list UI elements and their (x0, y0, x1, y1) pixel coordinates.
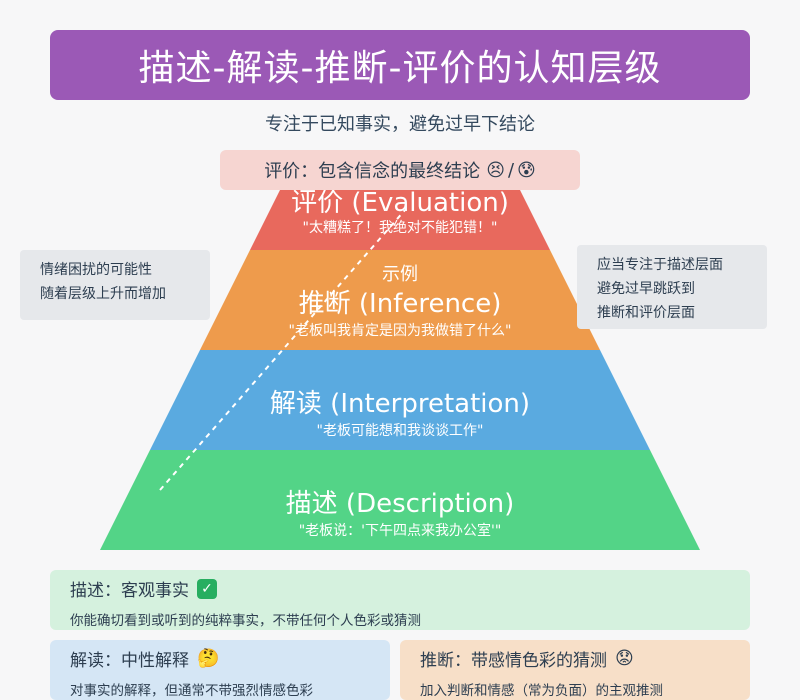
note-line: 情绪困扰的可能性 (40, 262, 152, 278)
pyramid-layer-interpretation (150, 350, 650, 450)
interpretation-card: 解读：中性解释 🤔 对事实的解释，但通常不带强烈情感色彩 (50, 640, 390, 700)
inference-card-heading: 推断：带感情色彩的猜测 (420, 651, 607, 671)
title-banner: 描述-解读-推断-评价的认知层级 (50, 30, 750, 100)
focus-advice-note: 应当专注于描述层面 避免过早跳跃到 推断和评价层面 (577, 245, 767, 329)
description-card-heading: 描述：客观事实 (70, 581, 189, 601)
interpretation-card-text: 对事实的解释，但通常不带强烈情感色彩 (70, 683, 313, 699)
anxious-face-icon: 😰 (517, 159, 536, 181)
icon-separator: / (507, 159, 515, 181)
inference-card: 推断：带感情色彩的猜测 😟 加入判断和情感（常为负面）的主观推测 (400, 640, 750, 700)
evaluation-quote: "太糟糕了！我绝对不能犯错！" (302, 220, 498, 236)
description-quote: "老板说：'下午四点来我办公室'" (298, 523, 502, 539)
note-line: 避免过早跳跃到 (597, 281, 695, 297)
note-line: 随着层级上升而增加 (40, 286, 166, 302)
subtitle: 专注于已知事实，避免过早下结论 (265, 114, 535, 135)
interpretation-quote: "老板可能想和我谈谈工作" (316, 423, 484, 439)
check-icon: ✓ (197, 578, 217, 599)
pyramid-layer-description (100, 450, 700, 550)
evaluation-title: 评价 (Evaluation) (291, 188, 509, 218)
interpretation-card-heading: 解读：中性解释 (70, 651, 189, 671)
description-title: 描述 (Description) (285, 489, 515, 519)
distressed-face-icon: 😣 (486, 159, 505, 181)
worried-face-icon: 😟 (615, 648, 634, 669)
description-card-text: 你能确切看到或听到的纯粹事实，不带任何个人色彩或猜测 (70, 613, 421, 629)
inference-card-text: 加入判断和情感（常为负面）的主观推测 (420, 683, 663, 699)
example-label: 示例 (382, 264, 418, 285)
inference-title: 推断 (Inference) (298, 289, 502, 319)
inference-quote: "老板叫我肯定是因为我做错了什么" (288, 323, 512, 339)
pyramid-layer-inference (200, 250, 600, 350)
evaluation-label-text: 评价：包含信念的最终结论 (264, 161, 481, 182)
interpretation-title: 解读 (Interpretation) (269, 389, 531, 419)
description-card: 描述：客观事实 ✓ 你能确切看到或听到的纯粹事实，不带任何个人色彩或猜测 (50, 570, 750, 630)
thinking-face-icon: 🤔 (197, 648, 220, 669)
note-line: 应当专注于描述层面 (597, 257, 723, 273)
note-line: 推断和评价层面 (597, 305, 695, 321)
emotional-distress-note: 情绪困扰的可能性 随着层级上升而增加 (20, 250, 210, 320)
evaluation-label: 评价：包含信念的最终结论 😣 / 😰 (220, 150, 580, 190)
page-title: 描述-解读-推断-评价的认知层级 (138, 48, 662, 89)
escalation-dashed-arrow (159, 209, 406, 491)
